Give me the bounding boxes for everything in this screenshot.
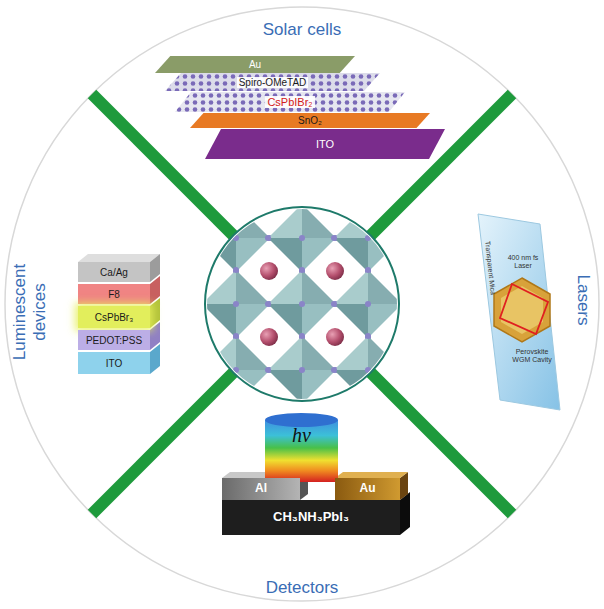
layer-face <box>155 56 355 73</box>
layer-label: CH₃NH₃PbI₃ <box>273 510 349 524</box>
layer-side-face <box>150 344 160 374</box>
sector-title: Lasers <box>573 240 593 360</box>
wgm-mode-path <box>500 284 548 334</box>
layer-label: SnO₂ <box>298 115 322 126</box>
laser-label: 400 nm fs Laser <box>503 254 543 270</box>
pedot-layer: PEDOT:PSS <box>78 330 150 350</box>
layer-label: Al <box>255 482 267 495</box>
octahedron <box>265 333 339 407</box>
layer-label: ITO <box>316 138 334 150</box>
electron-transport-layer: SnO₂ <box>190 113 430 128</box>
layer-face <box>78 306 150 328</box>
octahedron <box>331 333 405 407</box>
layer-face <box>222 500 400 535</box>
layer-label: Au <box>249 59 261 70</box>
laser-illustration <box>478 214 560 410</box>
crystal-texture <box>165 73 380 91</box>
mica-sheet <box>478 214 560 410</box>
layer-face <box>78 262 150 282</box>
layer-label: PEDOT:PSS <box>86 335 142 346</box>
layer-top-face <box>78 254 160 262</box>
wgm-cavity <box>494 278 550 342</box>
layer-label: CsPbIBr₂ <box>265 96 314 108</box>
au-electrode: Au <box>335 478 400 500</box>
layer-face <box>78 352 150 374</box>
octahedron <box>265 201 339 275</box>
perovskite-layer: CsPbIBr₂ <box>175 92 405 112</box>
perovskite-lattice <box>199 201 405 407</box>
ito-substrate-layer: ITO <box>205 129 445 159</box>
layer-face <box>165 73 380 91</box>
octahedron <box>199 201 273 275</box>
layer-label: Au <box>360 482 376 495</box>
hole-transport-layer: Spiro-OMeTAD <box>165 73 380 91</box>
divider-bar <box>92 373 233 514</box>
beam-body <box>265 420 338 482</box>
emissive-layer: CsPbBr₃ <box>78 306 150 328</box>
layer-label: Ca/Ag <box>100 267 128 278</box>
a-site-cation <box>260 328 278 346</box>
layer-face <box>190 113 430 128</box>
layer-face <box>78 330 150 350</box>
f8-layer: F8 <box>78 284 150 304</box>
layer-face <box>222 478 300 500</box>
ito-layer: ITO <box>78 352 150 374</box>
cavity-label: Perovskite WGM Cavity <box>507 348 557 364</box>
layer-label: F8 <box>108 289 120 300</box>
layer-face <box>175 92 405 112</box>
layer-face <box>205 129 445 159</box>
sector-title: Luminescent devices <box>10 256 49 368</box>
al-electrode: Al <box>222 478 300 500</box>
layer-label: CsPbBr₃ <box>95 312 134 323</box>
layer-label: Spiro-OMeTAD <box>237 77 309 88</box>
octahedron <box>265 267 339 341</box>
sector-title: Solar cells <box>212 20 392 40</box>
light-beam: hν <box>265 420 338 482</box>
sector-title: Detectors <box>222 578 382 598</box>
octahedron <box>199 267 273 341</box>
led-stack-faces <box>78 254 160 374</box>
crystal-texture <box>175 92 405 112</box>
octahedron <box>199 333 273 407</box>
outer-circle <box>5 7 599 601</box>
layer-label: ITO <box>106 358 122 369</box>
a-site-cation <box>326 328 344 346</box>
electrode-top-face <box>335 472 408 478</box>
a-site-cation <box>326 262 344 280</box>
octahedron <box>331 201 405 275</box>
perovskite-absorber: CH₃NH₃PbI₃ <box>222 500 400 535</box>
gold-electrode-layer: Au <box>155 56 355 73</box>
cathode-layer: Ca/Ag <box>78 262 150 282</box>
divider-bars <box>92 94 512 514</box>
layer-face <box>335 478 400 500</box>
layer-label: hν <box>292 424 311 446</box>
a-site-cation <box>260 262 278 280</box>
octahedron <box>331 267 405 341</box>
layer-face <box>78 284 150 304</box>
